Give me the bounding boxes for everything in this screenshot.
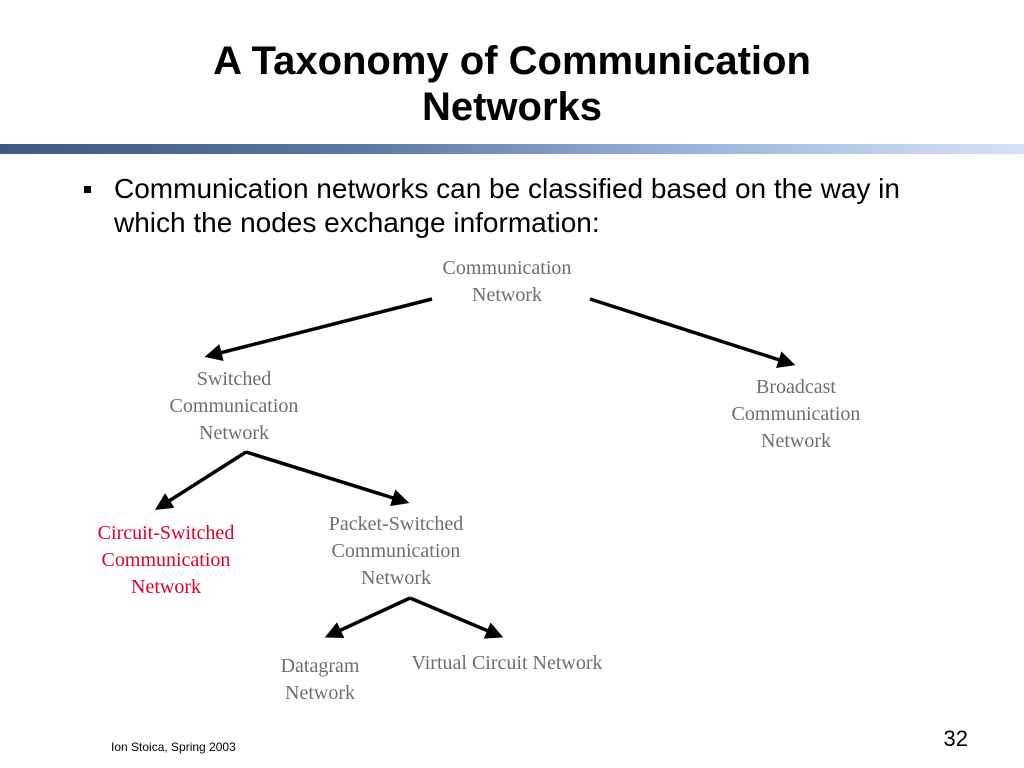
node-packet-line-3: Network [361,567,431,589]
arrow-root-to-broadcast [589,297,796,369]
node-broadcast-line-1: Broadcast [756,376,836,398]
node-circuit-line-3: Network [131,576,201,598]
node-datagram-network: Datagram Network [240,653,400,707]
node-virtual-circuit-line-1: Virtual Circuit Network [411,652,603,674]
square-bullet-icon [84,186,91,193]
title-divider-bar [0,144,1024,154]
slide-title-line-2: Networks [421,85,603,129]
node-packet-line-2: Communication [331,540,461,562]
page-number: 32 [943,726,968,751]
node-broadcast-line-2: Communication [731,403,861,425]
node-packet-switched-communication-network: Packet-Switched Communication Network [296,511,496,592]
node-broadcast-communication-network: Broadcast Communication Network [696,374,896,455]
node-switched-line-3: Network [199,422,269,444]
node-communication-network-line-2: Network [472,284,542,306]
node-broadcast-line-3: Network [761,430,831,452]
bullet-text: Communication networks can be classified… [114,173,900,238]
node-circuit-switched-communication-network: Circuit-Switched Communication Network [66,520,266,601]
node-communication-network: Communication Network [407,255,607,309]
arrow-switched-to-packet [245,450,410,507]
arrow-root-to-switched [204,297,433,362]
slide-title: A Taxonomy of Communication Networks [0,38,1024,130]
footer-author: Ion Stoica, Spring 2003 [111,740,236,754]
node-switched-line-2: Communication [169,395,299,417]
slide-title-line-1: A Taxonomy of Communication [213,39,811,83]
arrow-switched-to-circuit [155,450,247,510]
node-circuit-line-2: Communication [101,549,231,571]
node-virtual-circuit-network: Virtual Circuit Network [392,650,622,677]
node-switched-line-1: Switched [196,368,272,390]
node-datagram-line-2: Network [285,682,355,704]
arrow-packet-to-datagram [324,596,411,639]
node-datagram-line-1: Datagram [280,655,360,677]
node-circuit-line-1: Circuit-Switched [97,522,235,544]
node-switched-communication-network: Switched Communication Network [134,366,334,447]
node-communication-network-line-1: Communication [442,257,572,279]
arrow-packet-to-virtual-circuit [409,596,504,639]
node-packet-line-1: Packet-Switched [328,513,464,535]
